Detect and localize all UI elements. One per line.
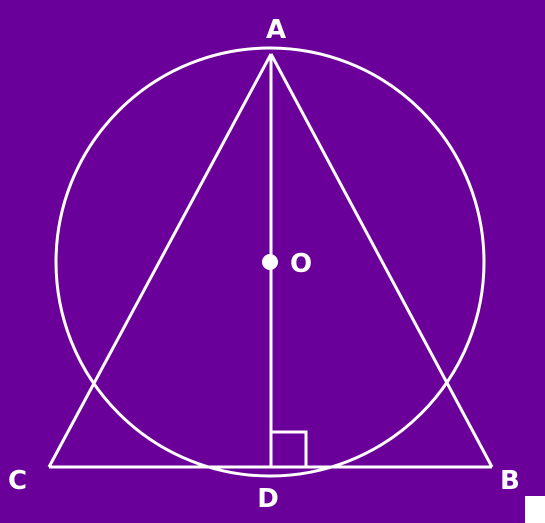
side-ab [269, 53, 494, 468]
label-c: C [8, 466, 27, 496]
label-o: O [290, 249, 312, 279]
label-a: A [266, 15, 286, 45]
label-d: D [257, 484, 279, 514]
center-point-o [262, 254, 278, 270]
right-angle-marker [271, 430, 308, 467]
label-b: B [500, 466, 520, 496]
side-ac [47, 53, 273, 468]
circle-o [54, 46, 486, 478]
